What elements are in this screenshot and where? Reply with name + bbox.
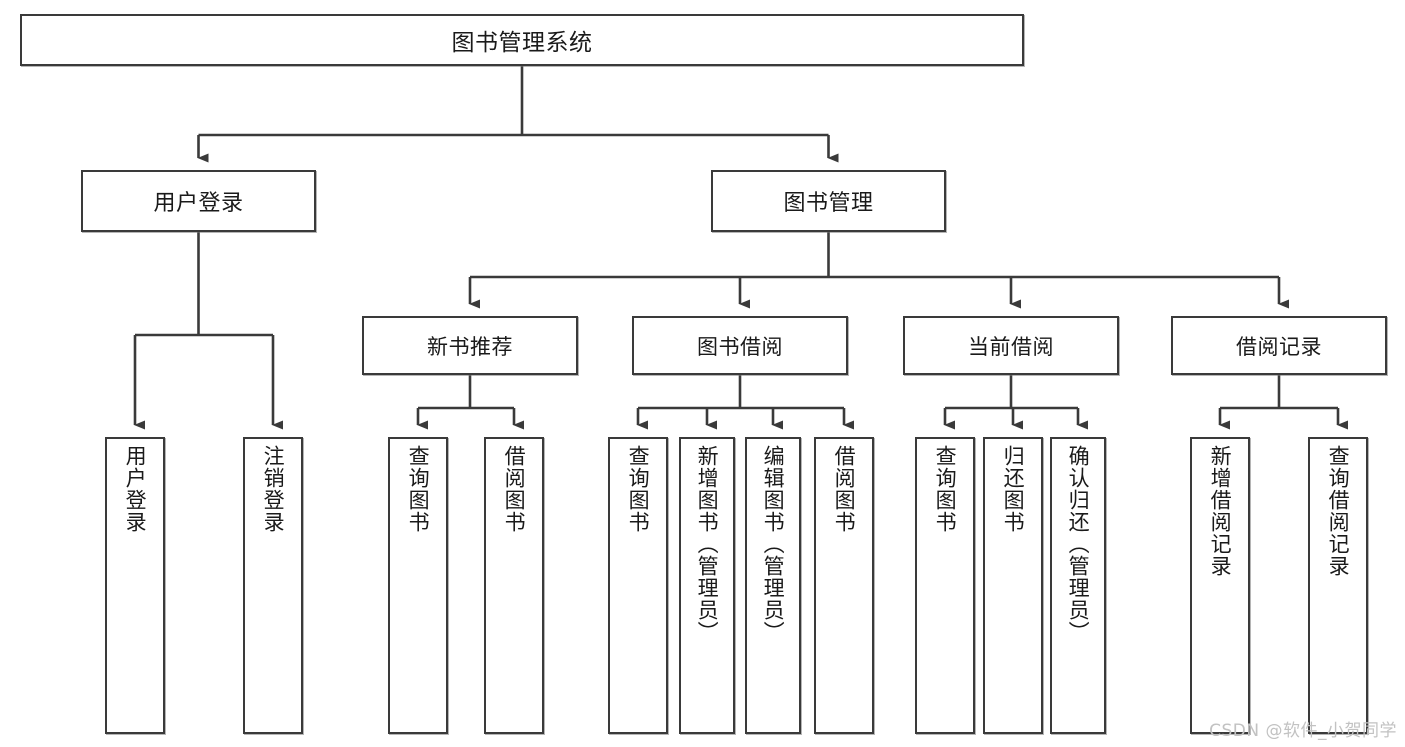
node-leaf-add-record-label: 新增借阅记录 [1208,445,1233,577]
node-book-manage-label: 图书管理 [783,191,874,216]
node-leaf-query-record[interactable]: 查询借阅记录 [1308,437,1368,734]
node-leaf-add-record[interactable]: 新增借阅记录 [1190,437,1250,734]
node-leaf-confirm-return[interactable]: 确认归还（管理员） [1050,437,1106,734]
node-leaf-logout-label: 注销登录 [261,445,286,533]
node-current-borrow[interactable]: 当前借阅 [903,316,1119,375]
node-leaf-query-book-1[interactable]: 查询图书 [388,437,448,734]
node-borrow-record-label: 借阅记录 [1236,334,1322,359]
node-leaf-query-book-1-label: 查询图书 [406,445,431,533]
watermark: CSDN @软件_小贺同学 [1209,721,1397,741]
node-leaf-edit-book-label: 编辑图书（管理员） [761,445,786,643]
node-user-login[interactable]: 用户登录 [81,170,316,232]
node-new-book-rec[interactable]: 新书推荐 [362,316,578,375]
node-leaf-query-book-3-label: 查询图书 [933,445,958,533]
node-leaf-confirm-return-label: 确认归还（管理员） [1066,445,1091,643]
node-leaf-borrow-book-1-label: 借阅图书 [502,445,527,533]
node-root[interactable]: 图书管理系统 [20,14,1024,66]
node-leaf-logout[interactable]: 注销登录 [243,437,303,734]
node-book-borrow-label: 图书借阅 [697,334,783,359]
node-leaf-borrow-book-2-label: 借阅图书 [832,445,857,533]
node-leaf-add-book[interactable]: 新增图书（管理员） [679,437,735,734]
node-leaf-query-book-3[interactable]: 查询图书 [915,437,975,734]
node-leaf-query-book-2-label: 查询图书 [626,445,651,533]
node-current-borrow-label: 当前借阅 [968,334,1054,359]
node-user-login-label: 用户登录 [153,191,244,216]
node-borrow-record[interactable]: 借阅记录 [1171,316,1387,375]
node-leaf-return-book-label: 归还图书 [1001,445,1026,533]
node-book-borrow[interactable]: 图书借阅 [632,316,848,375]
node-leaf-user-login-label: 用户登录 [123,445,148,533]
node-leaf-edit-book[interactable]: 编辑图书（管理员） [745,437,801,734]
node-leaf-query-book-2[interactable]: 查询图书 [608,437,668,734]
node-new-book-rec-label: 新书推荐 [427,334,513,359]
node-leaf-borrow-book-2[interactable]: 借阅图书 [814,437,874,734]
node-leaf-borrow-book-1[interactable]: 借阅图书 [484,437,544,734]
node-root-label: 图书管理系统 [451,30,593,56]
node-book-manage[interactable]: 图书管理 [711,170,946,232]
node-leaf-query-record-label: 查询借阅记录 [1326,445,1351,577]
node-leaf-user-login[interactable]: 用户登录 [105,437,165,734]
node-leaf-add-book-label: 新增图书（管理员） [695,445,720,643]
node-leaf-return-book[interactable]: 归还图书 [983,437,1043,734]
